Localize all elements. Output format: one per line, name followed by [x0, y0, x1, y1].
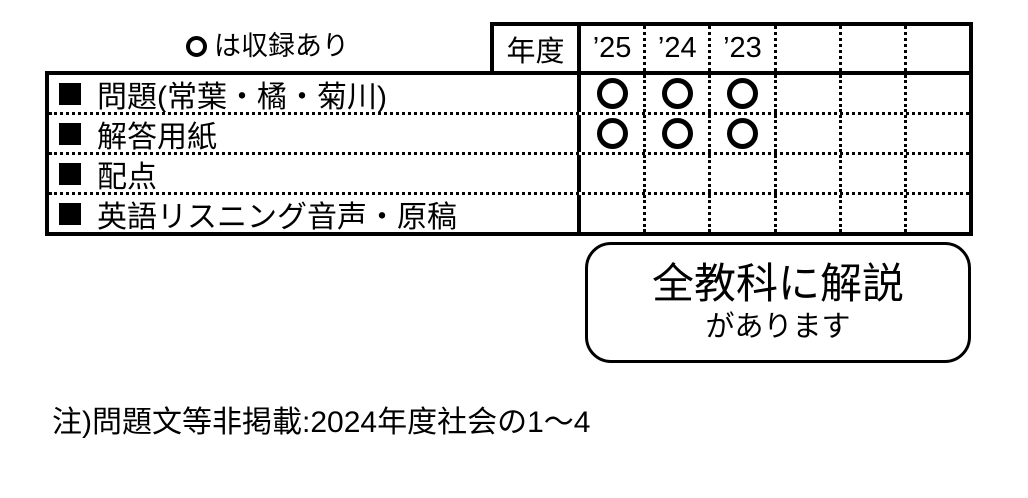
row-label: 解答用紙: [97, 120, 217, 153]
year-column-header: [773, 26, 839, 71]
table-row: 配点: [49, 152, 969, 192]
table-cell: [577, 155, 643, 192]
table-cell: [708, 115, 773, 152]
table-cell: [577, 75, 643, 112]
callout-box: 全教科に解説 があります: [585, 242, 971, 363]
included-circle-icon: [596, 78, 628, 109]
table-row: 解答用紙: [49, 112, 969, 152]
row-label: 配点: [97, 160, 157, 193]
contents-table: 問題(常葉・橘・菊川) 解答用紙 配点: [45, 71, 973, 236]
table-cell: [903, 155, 969, 192]
year-column-header: ’25: [592, 32, 632, 64]
included-circle-icon: [726, 78, 758, 109]
year-column-header: [903, 26, 969, 71]
table-cell: [577, 195, 643, 232]
callout-line1: 全教科に解説: [651, 260, 904, 308]
table-cell: [838, 75, 904, 112]
table-row: 英語リスニング音声・原稿: [49, 192, 969, 232]
row-label-cell: 解答用紙: [49, 115, 577, 152]
table-cell: [708, 75, 773, 112]
row-label-cell: 問題(常葉・橘・菊川): [49, 75, 577, 112]
row-label: 英語リスニング音声・原稿: [97, 200, 457, 233]
year-header-cell: 年度: [490, 22, 581, 75]
year-header-label: 年度: [506, 35, 565, 68]
table-cell: [773, 75, 839, 112]
legend-text: は収録あり: [214, 31, 349, 61]
table-cell: [643, 75, 708, 112]
table-cell: [708, 155, 773, 192]
included-circle-icon: [661, 78, 693, 109]
table-cell: [643, 155, 708, 192]
table-row: 問題(常葉・橘・菊川): [49, 75, 969, 112]
year-column-header: ’23: [708, 26, 773, 71]
black-square-icon: [59, 202, 81, 225]
callout-line2: があります: [705, 310, 851, 343]
table-cell: [577, 115, 643, 152]
table-cell: [643, 195, 708, 232]
year-column-header: ’24: [643, 26, 708, 71]
black-square-icon: [59, 122, 81, 145]
footnote: 注)問題文等非掲載:2024年度社会の1～4: [52, 406, 591, 439]
black-square-icon: [59, 82, 81, 105]
included-circle-icon: [661, 118, 693, 149]
table-cell: [838, 195, 904, 232]
table-cell: [708, 195, 773, 232]
row-label-cell: 英語リスニング音声・原稿: [49, 195, 577, 232]
row-label-cell: 配点: [49, 155, 577, 192]
circle-icon: [186, 36, 207, 57]
year-column-header: [838, 26, 904, 71]
row-label: 問題(常葉・橘・菊川): [97, 80, 387, 113]
table-cell: [838, 115, 904, 152]
table-cell: [643, 115, 708, 152]
legend: は収録あり: [186, 33, 349, 60]
table-cell: [773, 115, 839, 152]
table-cell: [773, 155, 839, 192]
table-cell: [903, 115, 969, 152]
black-square-icon: [59, 162, 81, 185]
included-circle-icon: [726, 118, 758, 149]
table-cell: [903, 195, 969, 232]
included-circle-icon: [596, 118, 628, 149]
table-cell: [903, 75, 969, 112]
year-columns-header: ’25 ’24 ’23: [581, 22, 973, 71]
table-cell: [838, 155, 904, 192]
table-cell: [773, 195, 839, 232]
